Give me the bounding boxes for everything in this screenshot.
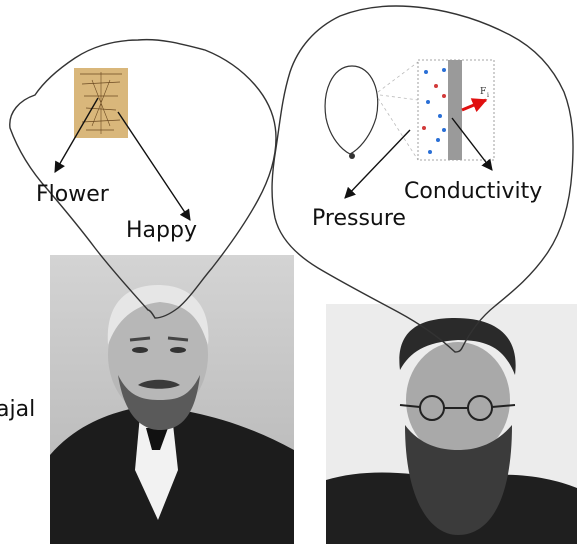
pressure-label: Pressure	[312, 206, 406, 231]
gas-pressure-figure: F i	[325, 60, 494, 160]
left-portrait-photo	[50, 255, 294, 544]
conductivity-label: Conductivity	[404, 179, 542, 204]
cajal-sketch-image	[74, 68, 128, 138]
force-arrow	[462, 100, 486, 110]
flower-label: Flower	[36, 182, 110, 207]
person-name-partial: ajal	[0, 397, 35, 422]
right-portrait-photo	[326, 304, 577, 544]
balloon-shape	[325, 66, 378, 154]
gas-particles	[422, 68, 446, 154]
happy-arrow	[118, 112, 190, 220]
pressure-arrow	[345, 130, 410, 198]
happy-label: Happy	[126, 218, 197, 243]
force-label: F	[480, 87, 486, 97]
wall	[448, 60, 462, 160]
force-subscript: i	[487, 92, 489, 99]
